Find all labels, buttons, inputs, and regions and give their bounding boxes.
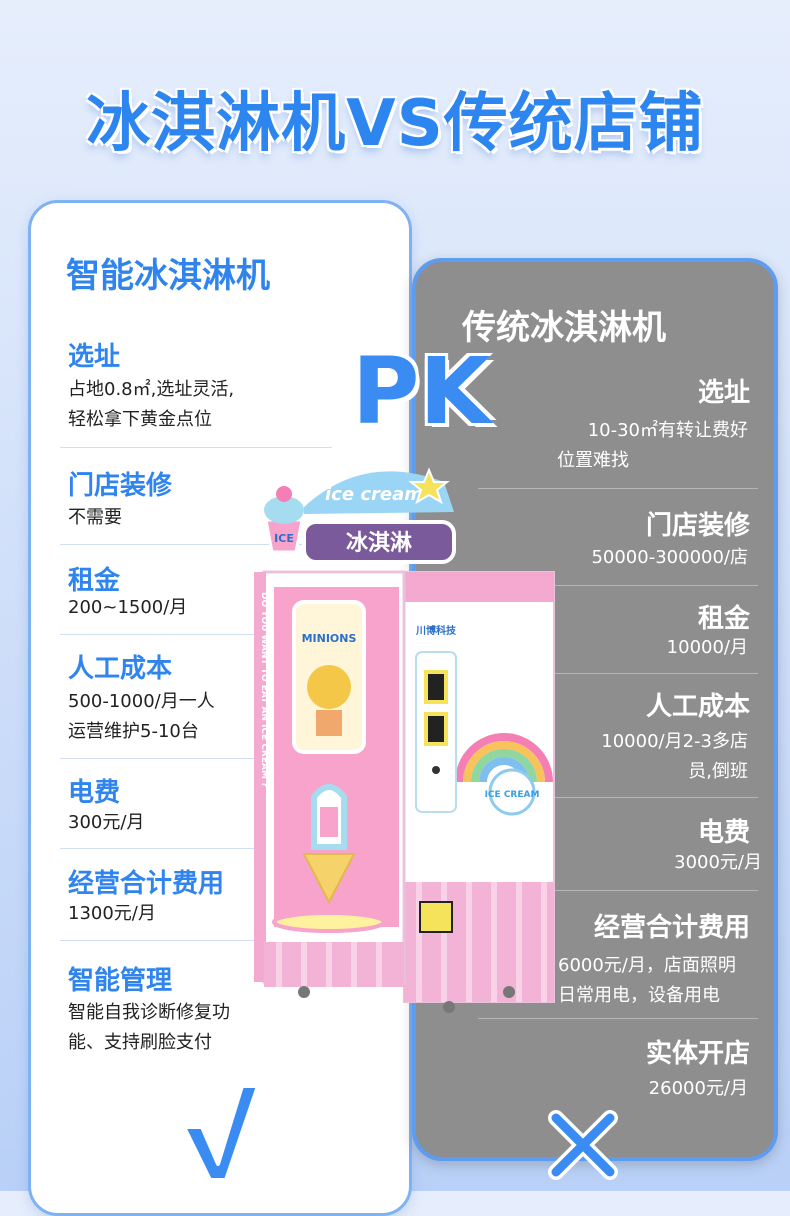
right-item-line: 位置难找 [557, 450, 629, 471]
machine-sign-top: ice cream [325, 484, 423, 505]
left-item-line: 300元/月 [68, 812, 145, 833]
left-item-line: 1300元/月 [68, 903, 156, 924]
side-panel-label: ICE CREAM [485, 790, 540, 800]
divider [478, 585, 758, 586]
right-item-line: 员,倒班 [688, 761, 748, 782]
left-item-head: 经营合计费用 [68, 869, 225, 899]
right-item-line: 10000/月2-3多店 [601, 731, 748, 752]
left-item-head: 电费 [68, 778, 121, 808]
screen-title: MINIONS [302, 632, 357, 645]
cross-icon [548, 1110, 618, 1180]
divider [60, 940, 332, 941]
right-item-line: 10000/月 [666, 637, 748, 658]
divider [60, 634, 332, 635]
left-item-line: 智能自我诊断修复功 [68, 1002, 230, 1023]
right-item-line: 10-30㎡有转让费好 [587, 420, 748, 441]
left-item-head: 租金 [68, 566, 121, 596]
divider [60, 758, 332, 759]
left-item-line: 运营维护5-10台 [68, 721, 199, 742]
divider [478, 797, 758, 798]
divider [60, 447, 332, 448]
divider [478, 673, 758, 674]
right-item-head: 人工成本 [645, 692, 750, 722]
right-panel-title: 传统冰淇淋机 [462, 308, 666, 348]
page-title: 冰淇淋机VS传统店铺 [86, 87, 704, 161]
left-panel-title: 智能冰淇淋机 [66, 256, 270, 296]
machine-sign-main: 冰淇淋 [346, 530, 412, 556]
divider [60, 544, 332, 545]
left-item-line: 不需要 [68, 507, 122, 528]
right-item-head: 租金 [697, 604, 750, 634]
divider [60, 848, 332, 849]
divider [478, 890, 758, 891]
left-item-line: 占地0.8㎡,选址灵活, [68, 379, 235, 400]
right-item-head: 电费 [697, 818, 750, 848]
ice-cream-machine-illustration: ICE CREAM 川博科技 DO YOU WANT TO EAT AN ICE… [254, 467, 555, 1013]
left-item-head: 门店装修 [68, 471, 173, 501]
right-item-head: 选址 [697, 378, 750, 408]
badge-label: ICE [274, 532, 294, 545]
left-item-line: 200~1500/月 [68, 597, 188, 618]
right-item-line: 3000元/月 [674, 852, 762, 873]
brand-label: 川博科技 [415, 624, 457, 637]
left-item-line: 500-1000/月一人 [68, 691, 215, 712]
left-item-head: 选址 [68, 342, 121, 372]
left-item-head: 人工成本 [68, 654, 173, 684]
right-item-line: 50000-300000/店 [591, 547, 748, 568]
pk-label: PK [352, 338, 491, 445]
divider [478, 488, 758, 489]
divider [478, 1018, 758, 1019]
left-item-line: 轻松拿下黄金点位 [68, 409, 212, 430]
check-icon [182, 1084, 260, 1182]
right-item-head: 实体开店 [645, 1039, 750, 1069]
right-item-head: 经营合计费用 [593, 913, 750, 943]
right-item-head: 门店装修 [645, 511, 750, 541]
left-item-head: 智能管理 [68, 966, 173, 996]
left-item-line: 能、支持刷脸支付 [68, 1032, 212, 1053]
right-item-line: 6000元/月，店面照明 [558, 955, 736, 976]
vertical-slogan: DO YOU WANT TO EAT AN ICE CREAM ? [259, 592, 269, 787]
right-item-line: 日常用电，设备用电 [558, 985, 720, 1006]
right-item-line: 26000元/月 [648, 1078, 748, 1099]
